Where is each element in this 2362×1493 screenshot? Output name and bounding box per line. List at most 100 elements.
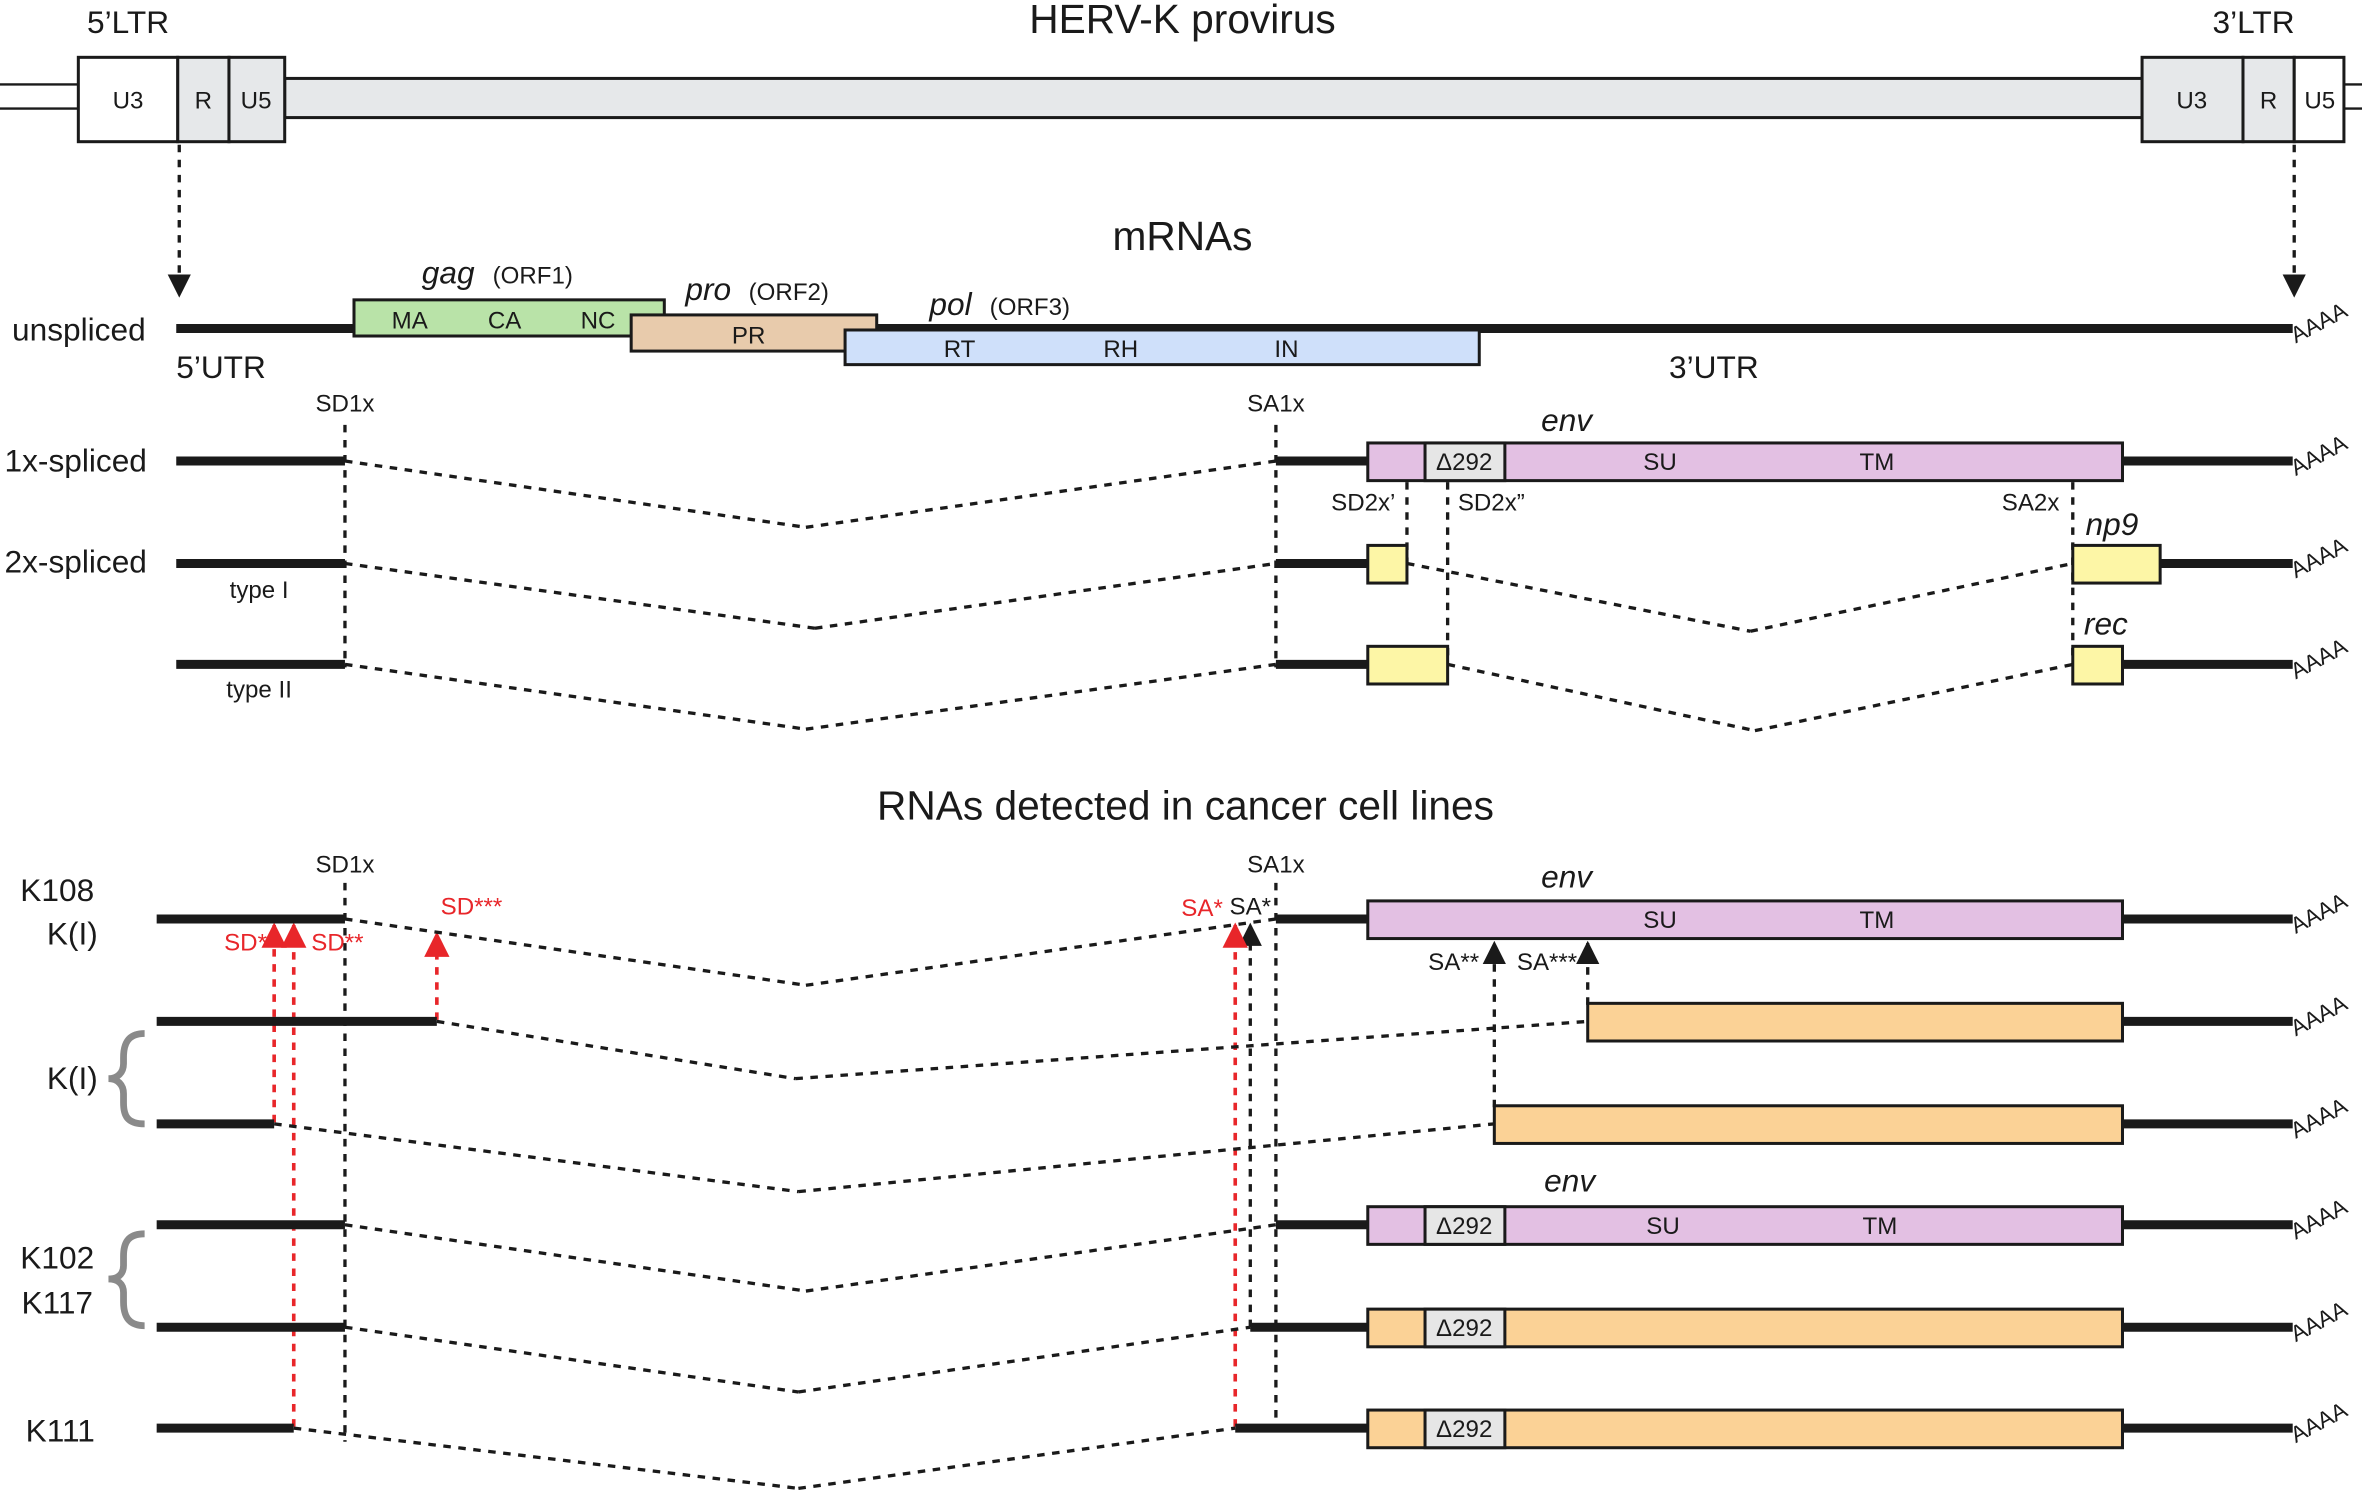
row4-intron-a (344, 1223, 807, 1293)
gag-box (352, 298, 666, 338)
pol-box (843, 328, 1481, 367)
pol-gene-label: pol (928, 286, 972, 322)
type1-exon2-box (1366, 543, 1409, 585)
type2-polya: AAAA (2286, 633, 2352, 684)
sa2x-label: SA2x (2002, 490, 2060, 517)
ltr3-label: 3’LTR (2213, 4, 2295, 40)
row1-su-label: SU (1643, 907, 1676, 934)
gag-gene-label: gag (422, 254, 475, 290)
row6-intron-b (798, 1426, 1236, 1491)
type2-intron1-a (344, 662, 807, 731)
row6-intron-a (293, 1426, 799, 1491)
row3-polya: AAAA (2286, 1093, 2352, 1144)
row1-tm-label: TM (1860, 907, 1895, 934)
ki-group-brace (108, 1030, 145, 1128)
row6-delta292-box (1423, 1408, 1507, 1450)
pol-rt-label: RT (944, 336, 976, 363)
k102-label: K102 (20, 1239, 94, 1275)
row3-exon2-box (1492, 1104, 2124, 1145)
row5-polya: AAAA (2286, 1296, 2352, 1347)
env-tm-label: TM (1860, 449, 1895, 476)
sa-star-label: SA* (1230, 893, 1272, 920)
utr5-label: 5’UTR (176, 349, 266, 385)
rec-box (2071, 644, 2124, 686)
row1-intron-b (805, 917, 1277, 987)
type1-intron1-a (344, 561, 816, 630)
sa-2star-label: SA** (1428, 949, 1479, 976)
k111-label: K111 (26, 1413, 95, 1449)
provirus-title: HERV-K provirus (1029, 0, 1336, 42)
env-su-label: SU (1643, 449, 1676, 476)
row4-delta292-label: Δ292 (1436, 1213, 1492, 1240)
type1-polya: AAAA (2286, 532, 2352, 583)
pol-orf-label: (ORF3) (990, 294, 1070, 321)
provirus-section: HERV-K provirus 5’LTR 3’LTR U3 R U5 U3 R… (0, 0, 2362, 298)
type1-intron2-b (1750, 561, 2074, 633)
type2-intron2-a (1447, 662, 1756, 733)
unspliced-label: unspliced (12, 312, 146, 348)
ltr3-r-label: R (2260, 88, 2277, 115)
cancer-sd1x-label: SD1x (315, 851, 374, 878)
np9-label: np9 (2086, 506, 2139, 542)
row1-env-box (1366, 899, 2124, 941)
env-delta292-label: Δ292 (1436, 449, 1492, 476)
gag-ca-label: CA (488, 307, 522, 334)
mrna-section: mRNAs unspliced AAAA MA CA NC PR RT RH I… (5, 213, 2352, 733)
ki-label: K(I) (47, 916, 98, 952)
pro-gene-label: pro (684, 271, 731, 307)
row4-su-label: SU (1646, 1213, 1679, 1240)
one-spliced-intron-b (805, 459, 1277, 529)
ltr3-u3 (2140, 55, 2245, 144)
rec-label: rec (2084, 605, 2128, 641)
row2-intron-a (436, 1019, 796, 1081)
ltr3-u5-label: U5 (2304, 88, 2335, 115)
k108-label: K108 (20, 872, 94, 908)
pro-pr-label: PR (732, 323, 765, 350)
row4-tm-label: TM (1863, 1213, 1898, 1240)
two-spliced-label: 2x-spliced (5, 544, 147, 580)
pro-orf-label: (ORF2) (749, 279, 829, 306)
gag-ma-label: MA (392, 307, 429, 334)
utr3-label: 3’UTR (1669, 349, 1759, 385)
env-gene-label: env (1541, 402, 1594, 438)
one-spliced-polya: AAAA (2286, 430, 2352, 481)
ltr3-u5 (2292, 55, 2346, 144)
sa-star-red-label: SA* (1181, 895, 1223, 922)
sd-3star-label: SD*** (441, 893, 503, 920)
row5-delta292-box (1423, 1307, 1507, 1349)
ltr5-label: 5’LTR (87, 4, 169, 40)
gag-nc-label: NC (581, 307, 616, 334)
row1-polya: AAAA (2286, 888, 2352, 939)
row2-polya: AAAA (2286, 990, 2352, 1041)
row4-delta292-box (1423, 1205, 1507, 1246)
cancer-env-label-2: env (1544, 1163, 1597, 1199)
k117-label: K117 (21, 1285, 93, 1321)
row1-intron-a (344, 917, 807, 987)
type1-intron1-b (814, 561, 1277, 630)
np9-box (2071, 543, 2162, 585)
type2-intron2-b (1754, 662, 2074, 733)
one-spliced-intron-a (344, 459, 807, 529)
cancer-section: RNAs detected in cancer cell lines K108 … (20, 783, 2352, 1491)
cancer-env-label: env (1541, 858, 1594, 894)
one-spliced-label: 1x-spliced (5, 443, 147, 479)
env-delta292-box (1423, 441, 1507, 483)
row2-intron-b (795, 1019, 1588, 1081)
ki-group-label: K(I) (47, 1060, 98, 1096)
unspliced-polya: AAAA (2286, 297, 2352, 348)
type1-intron2-a (1406, 561, 1751, 633)
pol-in-label: IN (1274, 336, 1298, 363)
type2-exon2-box (1366, 644, 1450, 686)
provirus-body (283, 76, 2144, 120)
ltr3-u3-label: U3 (2176, 88, 2207, 115)
k102-k117-group-brace (108, 1230, 145, 1330)
cancer-title: RNAs detected in cancer cell lines (877, 783, 1494, 829)
mrnas-title: mRNAs (1112, 213, 1252, 259)
type1-label: type I (230, 577, 289, 604)
cancer-sa1x-label: SA1x (1247, 851, 1305, 878)
row5-intron-b (798, 1325, 1251, 1394)
row6-delta292-label: Δ292 (1436, 1416, 1492, 1443)
sd-star-label: SD* (224, 930, 267, 957)
ltr5-u3-label: U3 (113, 88, 144, 115)
ltr5-r-label: R (195, 88, 212, 115)
